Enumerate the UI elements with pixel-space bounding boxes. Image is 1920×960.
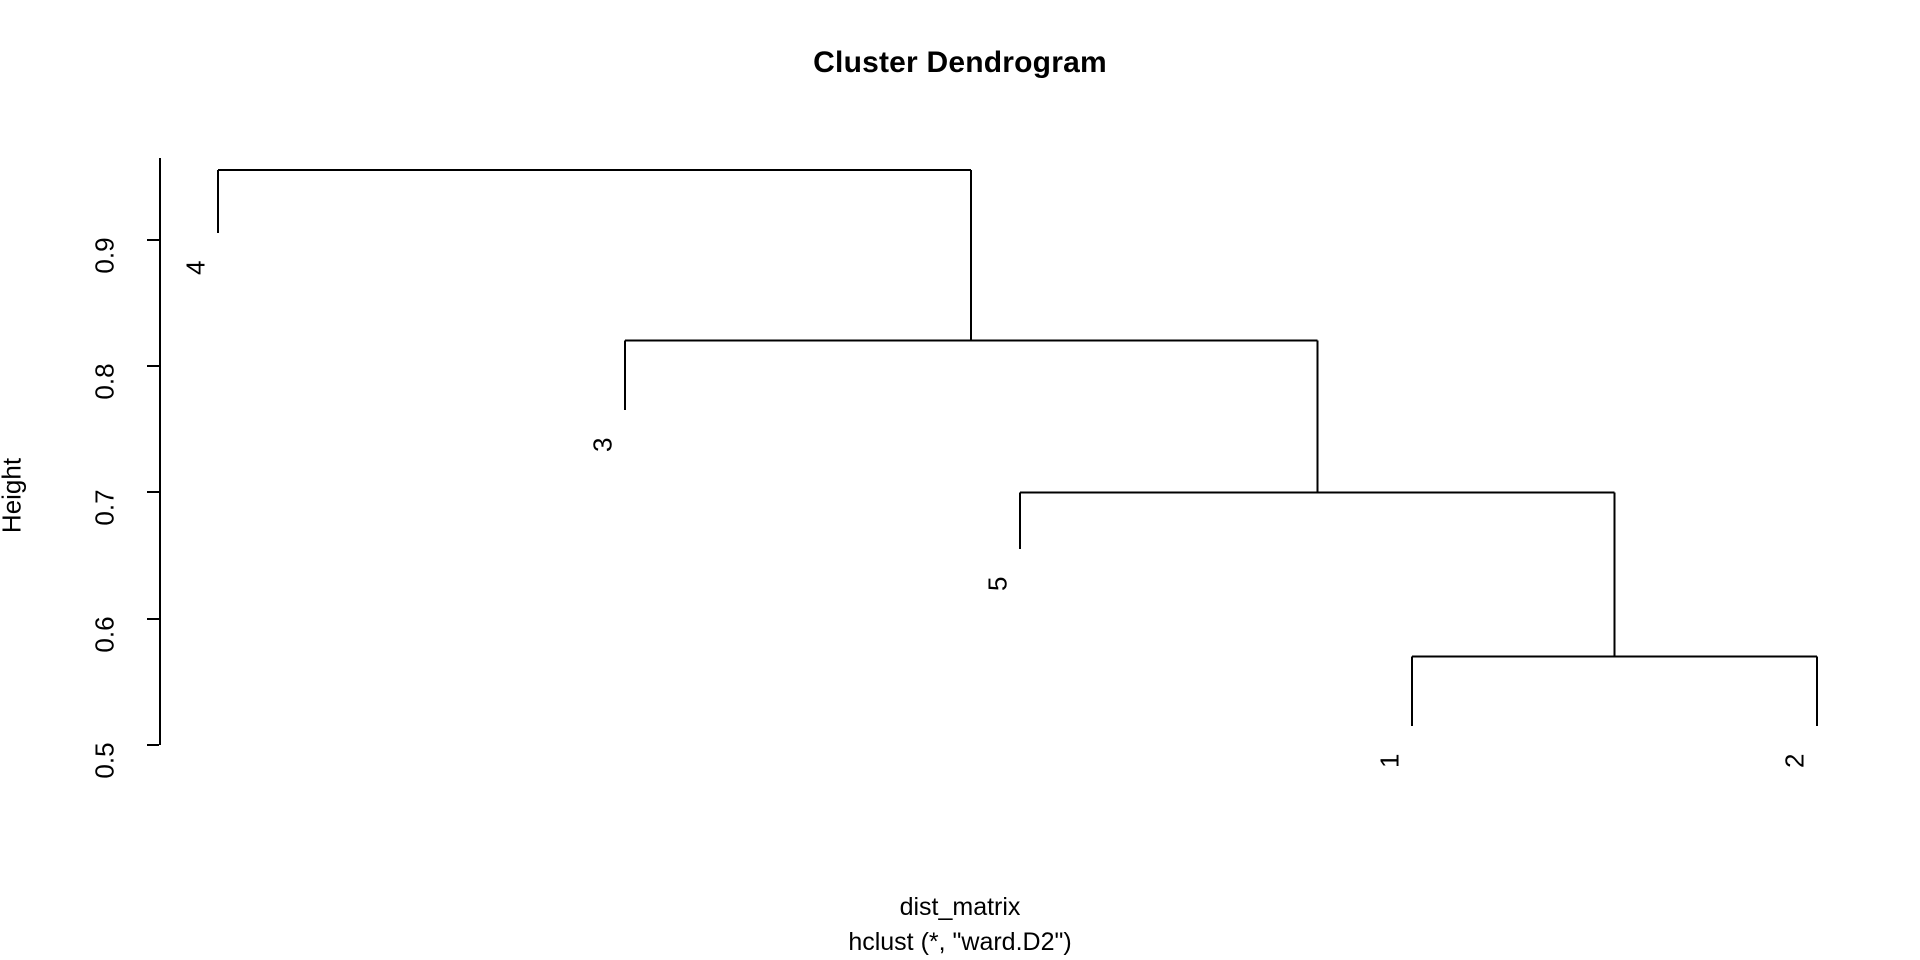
dendrogram-leaf-label: 5 (982, 576, 1013, 592)
page-title: Cluster Dendrogram (813, 46, 1107, 79)
y-axis-tick (147, 744, 159, 746)
dendrogram-leaf-label: 1 (1374, 753, 1405, 768)
dendrogram-leaf-label: 4 (180, 260, 211, 276)
dendrogram-leaf-label: 2 (1779, 753, 1810, 768)
y-axis-tick (147, 238, 159, 241)
plot-subcaption: hclust (*, "ward.D2") (848, 928, 1072, 956)
x-axis-label: dist_matrix (899, 893, 1021, 921)
y-axis-tick (147, 617, 159, 620)
dendrogram-leaf-label: 3 (587, 437, 618, 453)
y-axis-tick (147, 491, 159, 494)
y-axis-line (159, 158, 161, 745)
y-axis-tick (147, 364, 159, 367)
